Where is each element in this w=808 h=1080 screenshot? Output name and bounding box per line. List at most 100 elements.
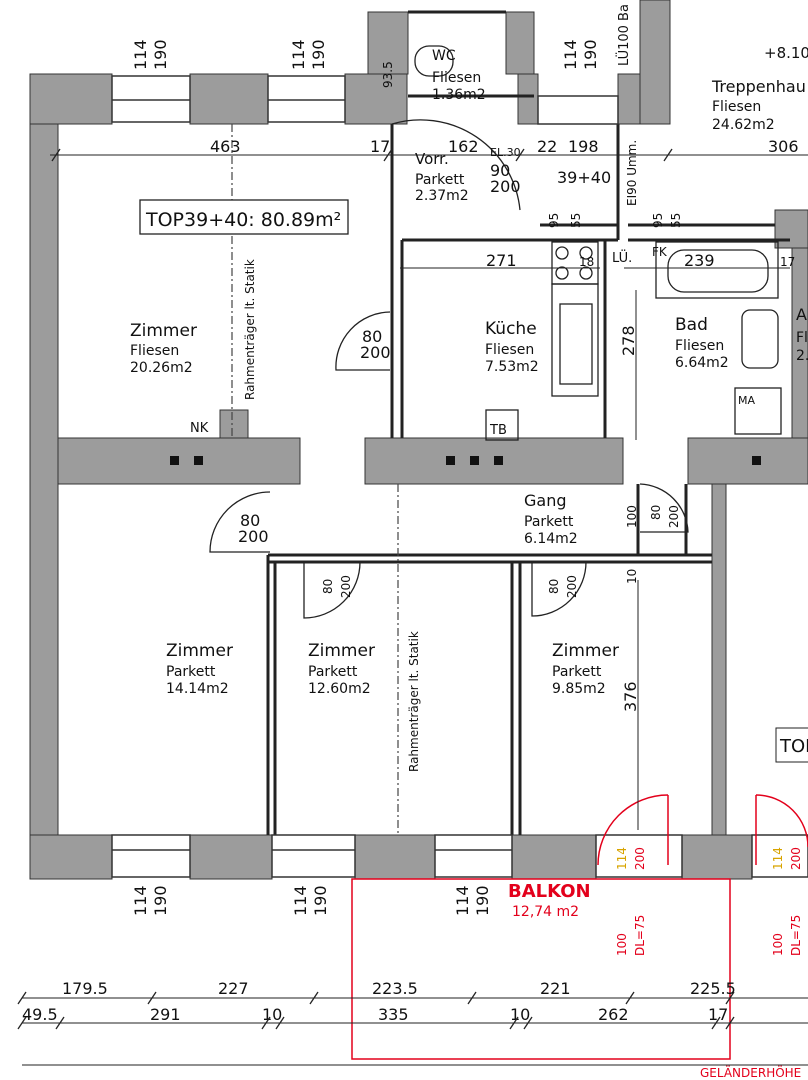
- svg-text:39+40: 39+40: [557, 168, 611, 187]
- svg-text:200: 200: [633, 847, 647, 870]
- svg-text:Zimmer: Zimmer: [552, 641, 619, 661]
- svg-text:114: 114: [291, 885, 310, 916]
- svg-text:223.5: 223.5: [372, 979, 418, 998]
- svg-text:Fl: Fl: [796, 330, 808, 346]
- svg-text:114: 114: [561, 39, 580, 70]
- svg-text:Gang: Gang: [524, 491, 567, 510]
- svg-text:Parkett: Parkett: [415, 172, 465, 188]
- svg-text:12.60m2: 12.60m2: [308, 681, 371, 697]
- svg-text:114: 114: [615, 847, 629, 870]
- walls: [29, 0, 808, 880]
- svg-text:Rahmenträger lt. Statik: Rahmenträger lt. Statik: [407, 631, 421, 772]
- svg-text:239: 239: [684, 251, 715, 270]
- svg-text:17: 17: [780, 255, 795, 269]
- svg-text:Bad: Bad: [675, 315, 708, 335]
- unit-label: TOP39+40: 80.89m²: [145, 209, 341, 231]
- svg-text:Fliesen: Fliesen: [675, 338, 724, 354]
- svg-text:24.62m2: 24.62m2: [712, 117, 775, 133]
- svg-text:Parkett: Parkett: [166, 664, 216, 680]
- svg-text:190: 190: [309, 39, 328, 70]
- svg-text:MA: MA: [738, 394, 755, 407]
- svg-text:TOP: TOP: [779, 736, 808, 757]
- svg-text:+8.10: +8.10: [764, 44, 808, 62]
- svg-text:EI90 Umm.: EI90 Umm.: [625, 140, 639, 206]
- svg-text:Vorr.: Vorr.: [415, 150, 449, 168]
- svg-text:A: A: [796, 305, 807, 324]
- svg-text:Rahmenträger lt. Statik: Rahmenträger lt. Statik: [243, 259, 257, 400]
- door-swings: [209, 119, 689, 619]
- svg-text:80: 80: [240, 511, 260, 530]
- svg-text:12,74 m2: 12,74 m2: [512, 904, 579, 920]
- room-zimmer-3: Zimmer Parkett 12.60m2: [308, 641, 375, 697]
- svg-text:80: 80: [649, 505, 663, 520]
- duct-markers: [170, 456, 761, 465]
- balcony-doors: [351, 794, 808, 1060]
- svg-text:Zimmer: Zimmer: [130, 321, 197, 341]
- svg-text:100: 100: [615, 933, 629, 956]
- svg-text:2.37m2: 2.37m2: [415, 188, 469, 204]
- svg-text:22: 22: [537, 137, 557, 156]
- svg-text:10: 10: [510, 1005, 530, 1024]
- svg-text:NK: NK: [190, 421, 209, 436]
- svg-text:221: 221: [540, 979, 571, 998]
- dimension-ticks: [17, 148, 735, 1030]
- svg-text:DL=75: DL=75: [789, 915, 803, 956]
- svg-text:200: 200: [667, 505, 681, 528]
- svg-text:198: 198: [568, 137, 599, 156]
- svg-text:114: 114: [453, 885, 472, 916]
- svg-text:9.85m2: 9.85m2: [552, 681, 606, 697]
- svg-text:BALKON: BALKON: [508, 881, 591, 902]
- svg-text:262: 262: [598, 1005, 629, 1024]
- room-zimmer-1: Zimmer Fliesen 20.26m2: [130, 321, 197, 376]
- svg-text:Parkett: Parkett: [552, 664, 602, 680]
- svg-text:200: 200: [360, 343, 391, 362]
- dimension-texts: 463 17 162 22 198 306 271 18 239 17 278 …: [22, 39, 803, 1024]
- svg-text:190: 190: [151, 885, 170, 916]
- svg-text:200: 200: [339, 575, 353, 598]
- svg-text:2.: 2.: [796, 348, 808, 364]
- svg-text:TB: TB: [489, 423, 507, 438]
- svg-text:93.5: 93.5: [381, 61, 395, 88]
- svg-text:225.5: 225.5: [690, 979, 736, 998]
- svg-text:6.14m2: 6.14m2: [524, 531, 578, 547]
- svg-text:WC: WC: [432, 48, 456, 64]
- svg-text:306: 306: [768, 137, 799, 156]
- svg-text:95: 95: [547, 213, 561, 228]
- svg-text:200: 200: [789, 847, 803, 870]
- svg-text:190: 190: [311, 885, 330, 916]
- svg-text:335: 335: [378, 1005, 409, 1024]
- svg-text:FK: FK: [652, 245, 668, 259]
- svg-text:190: 190: [581, 39, 600, 70]
- svg-text:463: 463: [210, 137, 241, 156]
- svg-text:200: 200: [565, 575, 579, 598]
- svg-text:80: 80: [362, 327, 382, 346]
- unit-label-box: TOP39+40: 80.89m²: [139, 199, 349, 235]
- svg-text:376: 376: [621, 681, 640, 712]
- partitions: [266, 10, 790, 835]
- svg-text:114: 114: [771, 847, 785, 870]
- svg-text:17: 17: [370, 137, 390, 156]
- svg-text:179.5: 179.5: [62, 979, 108, 998]
- svg-text:14.14m2: 14.14m2: [166, 681, 229, 697]
- room-kueche: Küche Fliesen 7.53m2: [485, 319, 539, 375]
- svg-text:Zimmer: Zimmer: [166, 641, 233, 661]
- svg-text:114: 114: [131, 39, 150, 70]
- beam-lines: [231, 124, 399, 835]
- room-partial-right: A Fl 2.: [796, 305, 808, 364]
- svg-text:200: 200: [490, 177, 521, 196]
- svg-text:100: 100: [771, 933, 785, 956]
- svg-text:200: 200: [238, 527, 269, 546]
- windows: [111, 75, 808, 878]
- room-zimmer-2: Zimmer Parkett 14.14m2: [166, 641, 233, 697]
- svg-text:10: 10: [625, 569, 639, 584]
- svg-text:Zimmer: Zimmer: [308, 641, 375, 661]
- svg-text:Parkett: Parkett: [524, 514, 574, 530]
- svg-text:271: 271: [486, 251, 517, 270]
- svg-text:80: 80: [321, 579, 335, 594]
- room-labels: Zimmer Fliesen 20.26m2 Küche Fliesen 7.5…: [130, 48, 808, 763]
- svg-text:Treppenhau: Treppenhau: [711, 77, 806, 96]
- svg-text:Küche: Küche: [485, 319, 537, 339]
- svg-text:DL=75: DL=75: [633, 915, 647, 956]
- svg-text:80: 80: [547, 579, 561, 594]
